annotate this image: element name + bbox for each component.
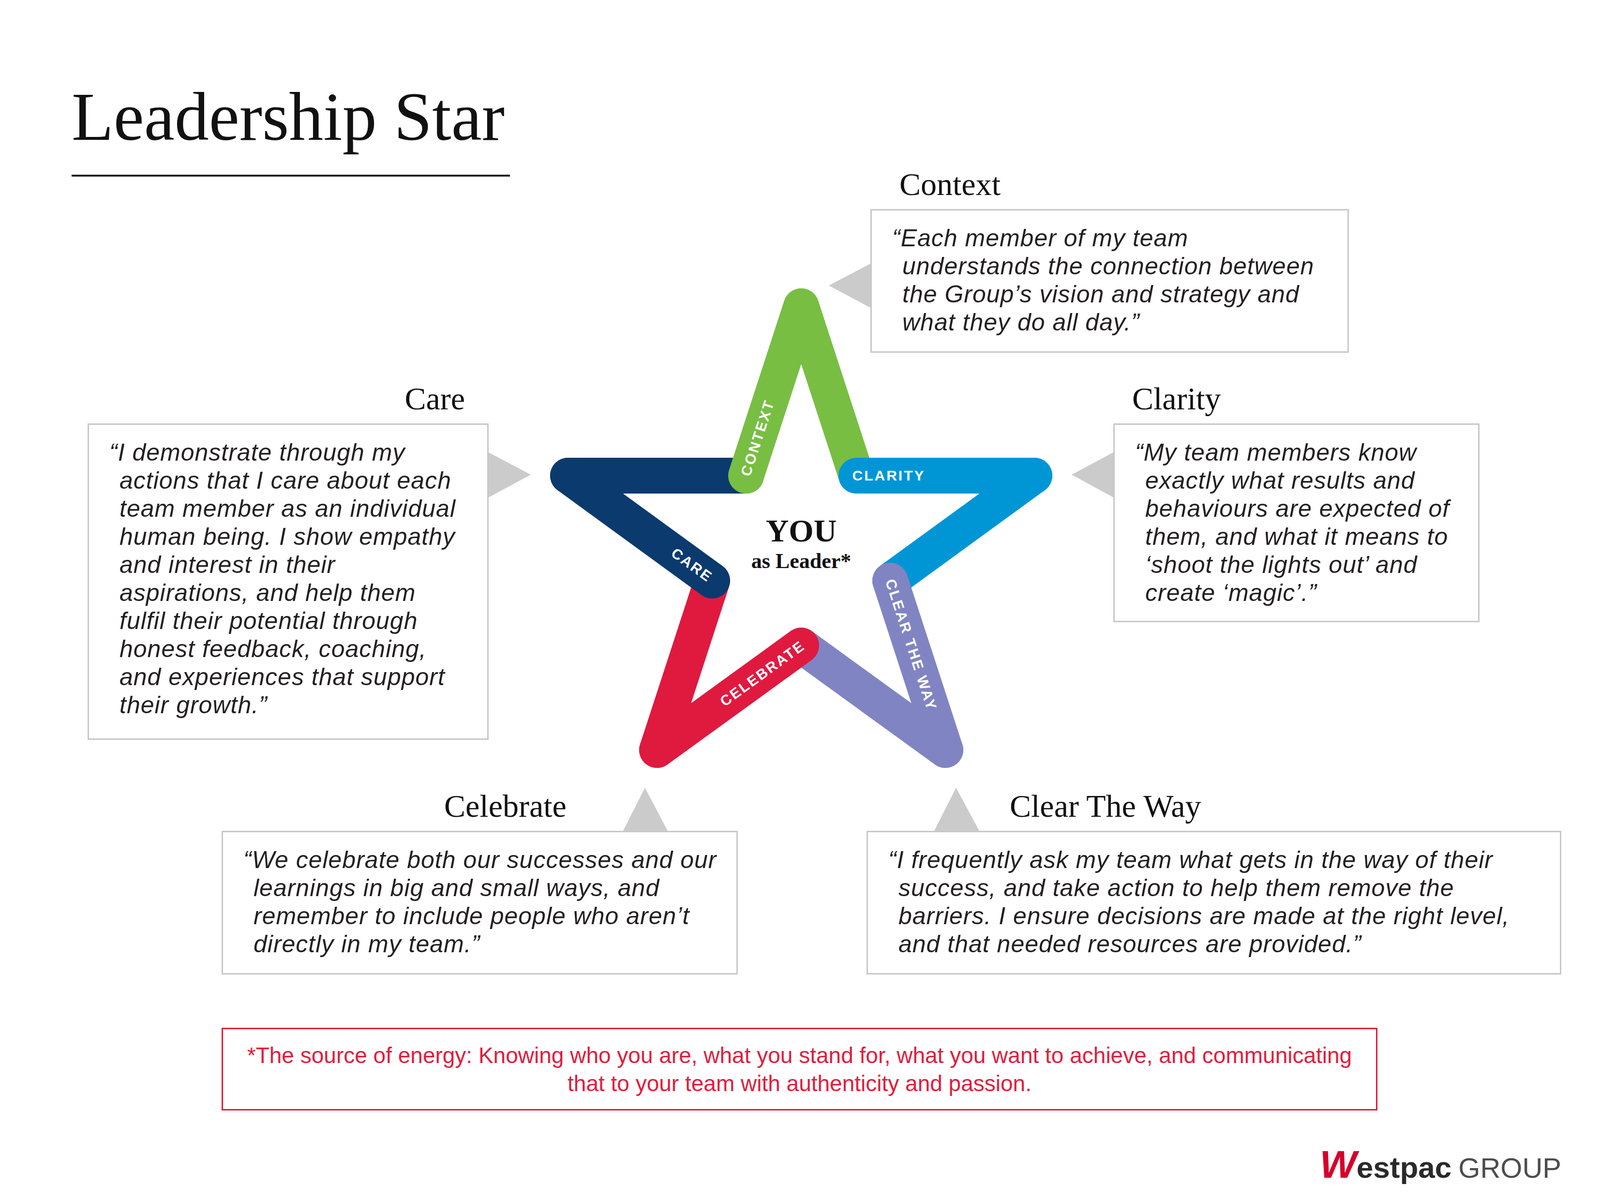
star-arms — [568, 306, 1035, 750]
star-arm-label: CLARITY — [852, 468, 926, 483]
callout-box: Care“I demonstrate through my actions th… — [87, 423, 489, 740]
callout-quote: “I frequently ask my team what gets in t… — [898, 845, 1541, 958]
page-title: Leadership Star — [71, 75, 505, 158]
brand-logo: WestpacGROUP — [1319, 1142, 1562, 1186]
callout-box: Context“Each member of my team understan… — [870, 209, 1349, 353]
pointer — [933, 787, 980, 832]
brand-suffix: GROUP — [1458, 1152, 1562, 1184]
center-label: as Leader* — [751, 549, 852, 573]
callout-heading: Celebrate — [444, 787, 567, 825]
callout-quote: “Each member of my team understands the … — [902, 224, 1329, 337]
title-rule — [71, 174, 510, 177]
callout-box: Clarity“My team members know exactly wha… — [1113, 423, 1480, 623]
callout-heading: Clarity — [1132, 380, 1221, 418]
callout-heading: Care — [404, 380, 465, 418]
note-box: *The source of energy: Knowing who you a… — [221, 1027, 1378, 1111]
callout-heading: Context — [899, 165, 1001, 203]
note-text: *The source of energy: Knowing who you a… — [242, 1041, 1357, 1098]
brand-name: Westpac — [1319, 1142, 1452, 1186]
callout-quote: “I demonstrate through my actions that I… — [119, 438, 468, 719]
pointer — [487, 451, 531, 498]
star-arm-label: CELEBRATE — [717, 638, 808, 710]
callout-quote: “We celebrate both our successes and our… — [253, 845, 718, 958]
pointer — [622, 787, 669, 832]
pointer — [828, 263, 872, 309]
callout-box: Celebrate“We celebrate both our successe… — [221, 830, 738, 975]
callout-quote: “My team members know exactly what resul… — [1145, 438, 1459, 607]
pointer — [1071, 451, 1115, 498]
center-label: YOU — [765, 513, 838, 549]
callout-heading: Clear The Way — [1009, 787, 1201, 825]
callout-box: Clear The Way“I frequently ask my team w… — [866, 830, 1562, 975]
